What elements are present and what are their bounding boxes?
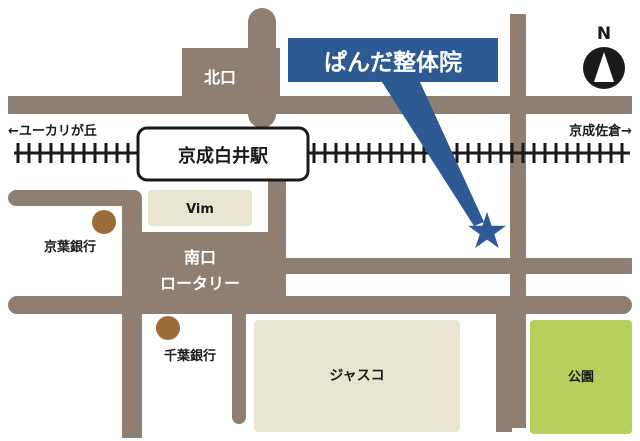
south-rotary-block (122, 232, 280, 302)
compass-label: N (597, 24, 611, 44)
road-right-vertical (510, 14, 526, 428)
station-box (136, 126, 310, 182)
railway (14, 143, 630, 163)
bank2-marker (156, 316, 180, 340)
vim-label: Vim (186, 202, 214, 217)
direction-right-label: 京成佐倉→ (569, 123, 632, 139)
clinic-pointer (382, 82, 484, 226)
jusco-label: ジャスコ (329, 368, 384, 384)
south-exit-label: 南口 (184, 248, 216, 267)
station-label: 京成白井駅 (178, 145, 269, 167)
road-bottom-horizontal (8, 296, 632, 314)
clinic-label-box (288, 38, 498, 82)
bank2-label: 千葉銀行 (164, 348, 216, 364)
road-small-vertical (232, 296, 246, 424)
clinic-name: ぱんだ整体院 (324, 49, 462, 76)
vim-building (148, 190, 252, 226)
clinic-star-icon (468, 212, 506, 248)
road-top-horizontal (8, 96, 632, 114)
north-arrow-icon: N (583, 24, 625, 89)
bank1-label: 京葉銀行 (44, 239, 96, 255)
road-left-upper (8, 190, 142, 206)
north-exit-block (182, 48, 280, 114)
north-exit-label: 北口 (204, 68, 236, 87)
road-middle-horizontal (268, 258, 632, 274)
jusco-building (254, 320, 460, 432)
direction-left-label: ←ユーカリが丘 (8, 123, 97, 139)
road-jusco-right (496, 296, 512, 432)
rotary-label: ロータリー (160, 274, 240, 293)
compass-arrow (594, 52, 614, 82)
park-label: 公園 (568, 369, 594, 385)
park-area (530, 320, 632, 434)
bank1-marker (92, 210, 116, 234)
